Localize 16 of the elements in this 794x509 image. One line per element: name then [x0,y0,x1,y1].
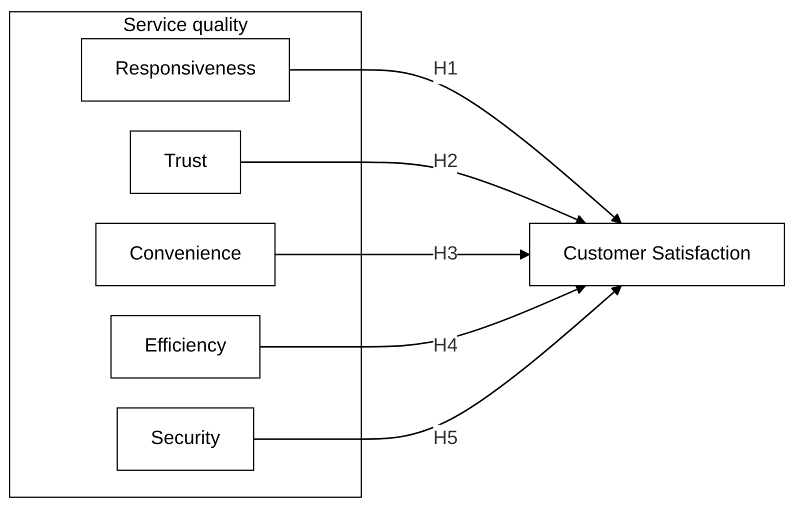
edge-label: H3 [433,244,458,264]
arrow [240,161,586,224]
edge-label: H2 [433,151,458,172]
arrow [254,285,622,440]
node-box: Responsiveness [80,38,290,102]
node-box: Security [116,407,254,471]
node-box: Efficiency [110,315,260,379]
node-box: Customer Satisfaction [529,222,785,286]
edge-label: H1 [433,59,458,80]
node-box: Convenience [95,222,276,286]
arrow [275,249,530,260]
node-box: Trust [130,130,242,194]
arrow [289,69,622,224]
edge-label: H5 [433,428,458,449]
edge-label: H4 [433,336,458,356]
arrow [260,284,586,348]
